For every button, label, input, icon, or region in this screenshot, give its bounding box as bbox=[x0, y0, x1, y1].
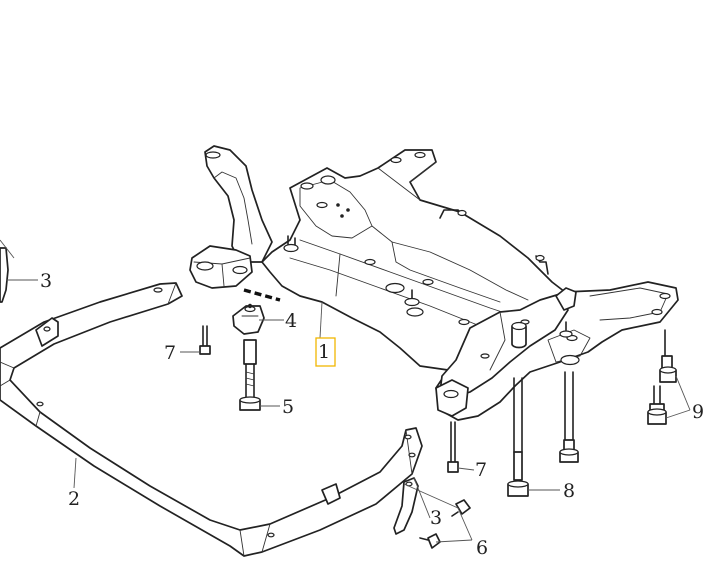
callout-2: 2 bbox=[68, 488, 80, 510]
cross-member-part-2[interactable] bbox=[0, 282, 423, 557]
callout-labels: 1 2 3 3 4 5 6 7 7 8 9 bbox=[40, 270, 704, 559]
callout-7-right: 7 bbox=[475, 459, 487, 481]
callout-1: 1 bbox=[318, 341, 330, 363]
bolt-part-9-lower[interactable] bbox=[647, 385, 667, 425]
callout-8: 8 bbox=[563, 480, 575, 502]
leader-lines bbox=[0, 239, 691, 543]
callout-4: 4 bbox=[285, 310, 297, 332]
callout-3-right: 3 bbox=[430, 507, 442, 529]
callout-3-left: 3 bbox=[40, 270, 52, 292]
callout-9: 9 bbox=[692, 401, 704, 423]
bolt-part-8-upper[interactable] bbox=[559, 371, 579, 463]
alignment-dash-line bbox=[243, 288, 281, 302]
mount-part-4[interactable] bbox=[232, 303, 265, 335]
callout-6: 6 bbox=[476, 537, 488, 559]
bolt-part-9-upper[interactable] bbox=[659, 329, 677, 383]
callout-7-left: 7 bbox=[164, 342, 176, 364]
bolt-part-6-lower[interactable] bbox=[419, 533, 441, 549]
bolt-part-6-upper[interactable] bbox=[451, 499, 471, 517]
bolt-part-8[interactable] bbox=[507, 377, 529, 497]
subframe-part-1[interactable] bbox=[189, 145, 679, 421]
bolt-part-7-right[interactable] bbox=[447, 421, 459, 473]
bolt-part-5[interactable] bbox=[239, 339, 261, 411]
bracket-part-3-left[interactable] bbox=[0, 247, 9, 303]
callout-5: 5 bbox=[282, 396, 294, 418]
callout-1-highlight-box bbox=[315, 337, 336, 367]
bolt-part-7-left[interactable] bbox=[199, 325, 211, 355]
